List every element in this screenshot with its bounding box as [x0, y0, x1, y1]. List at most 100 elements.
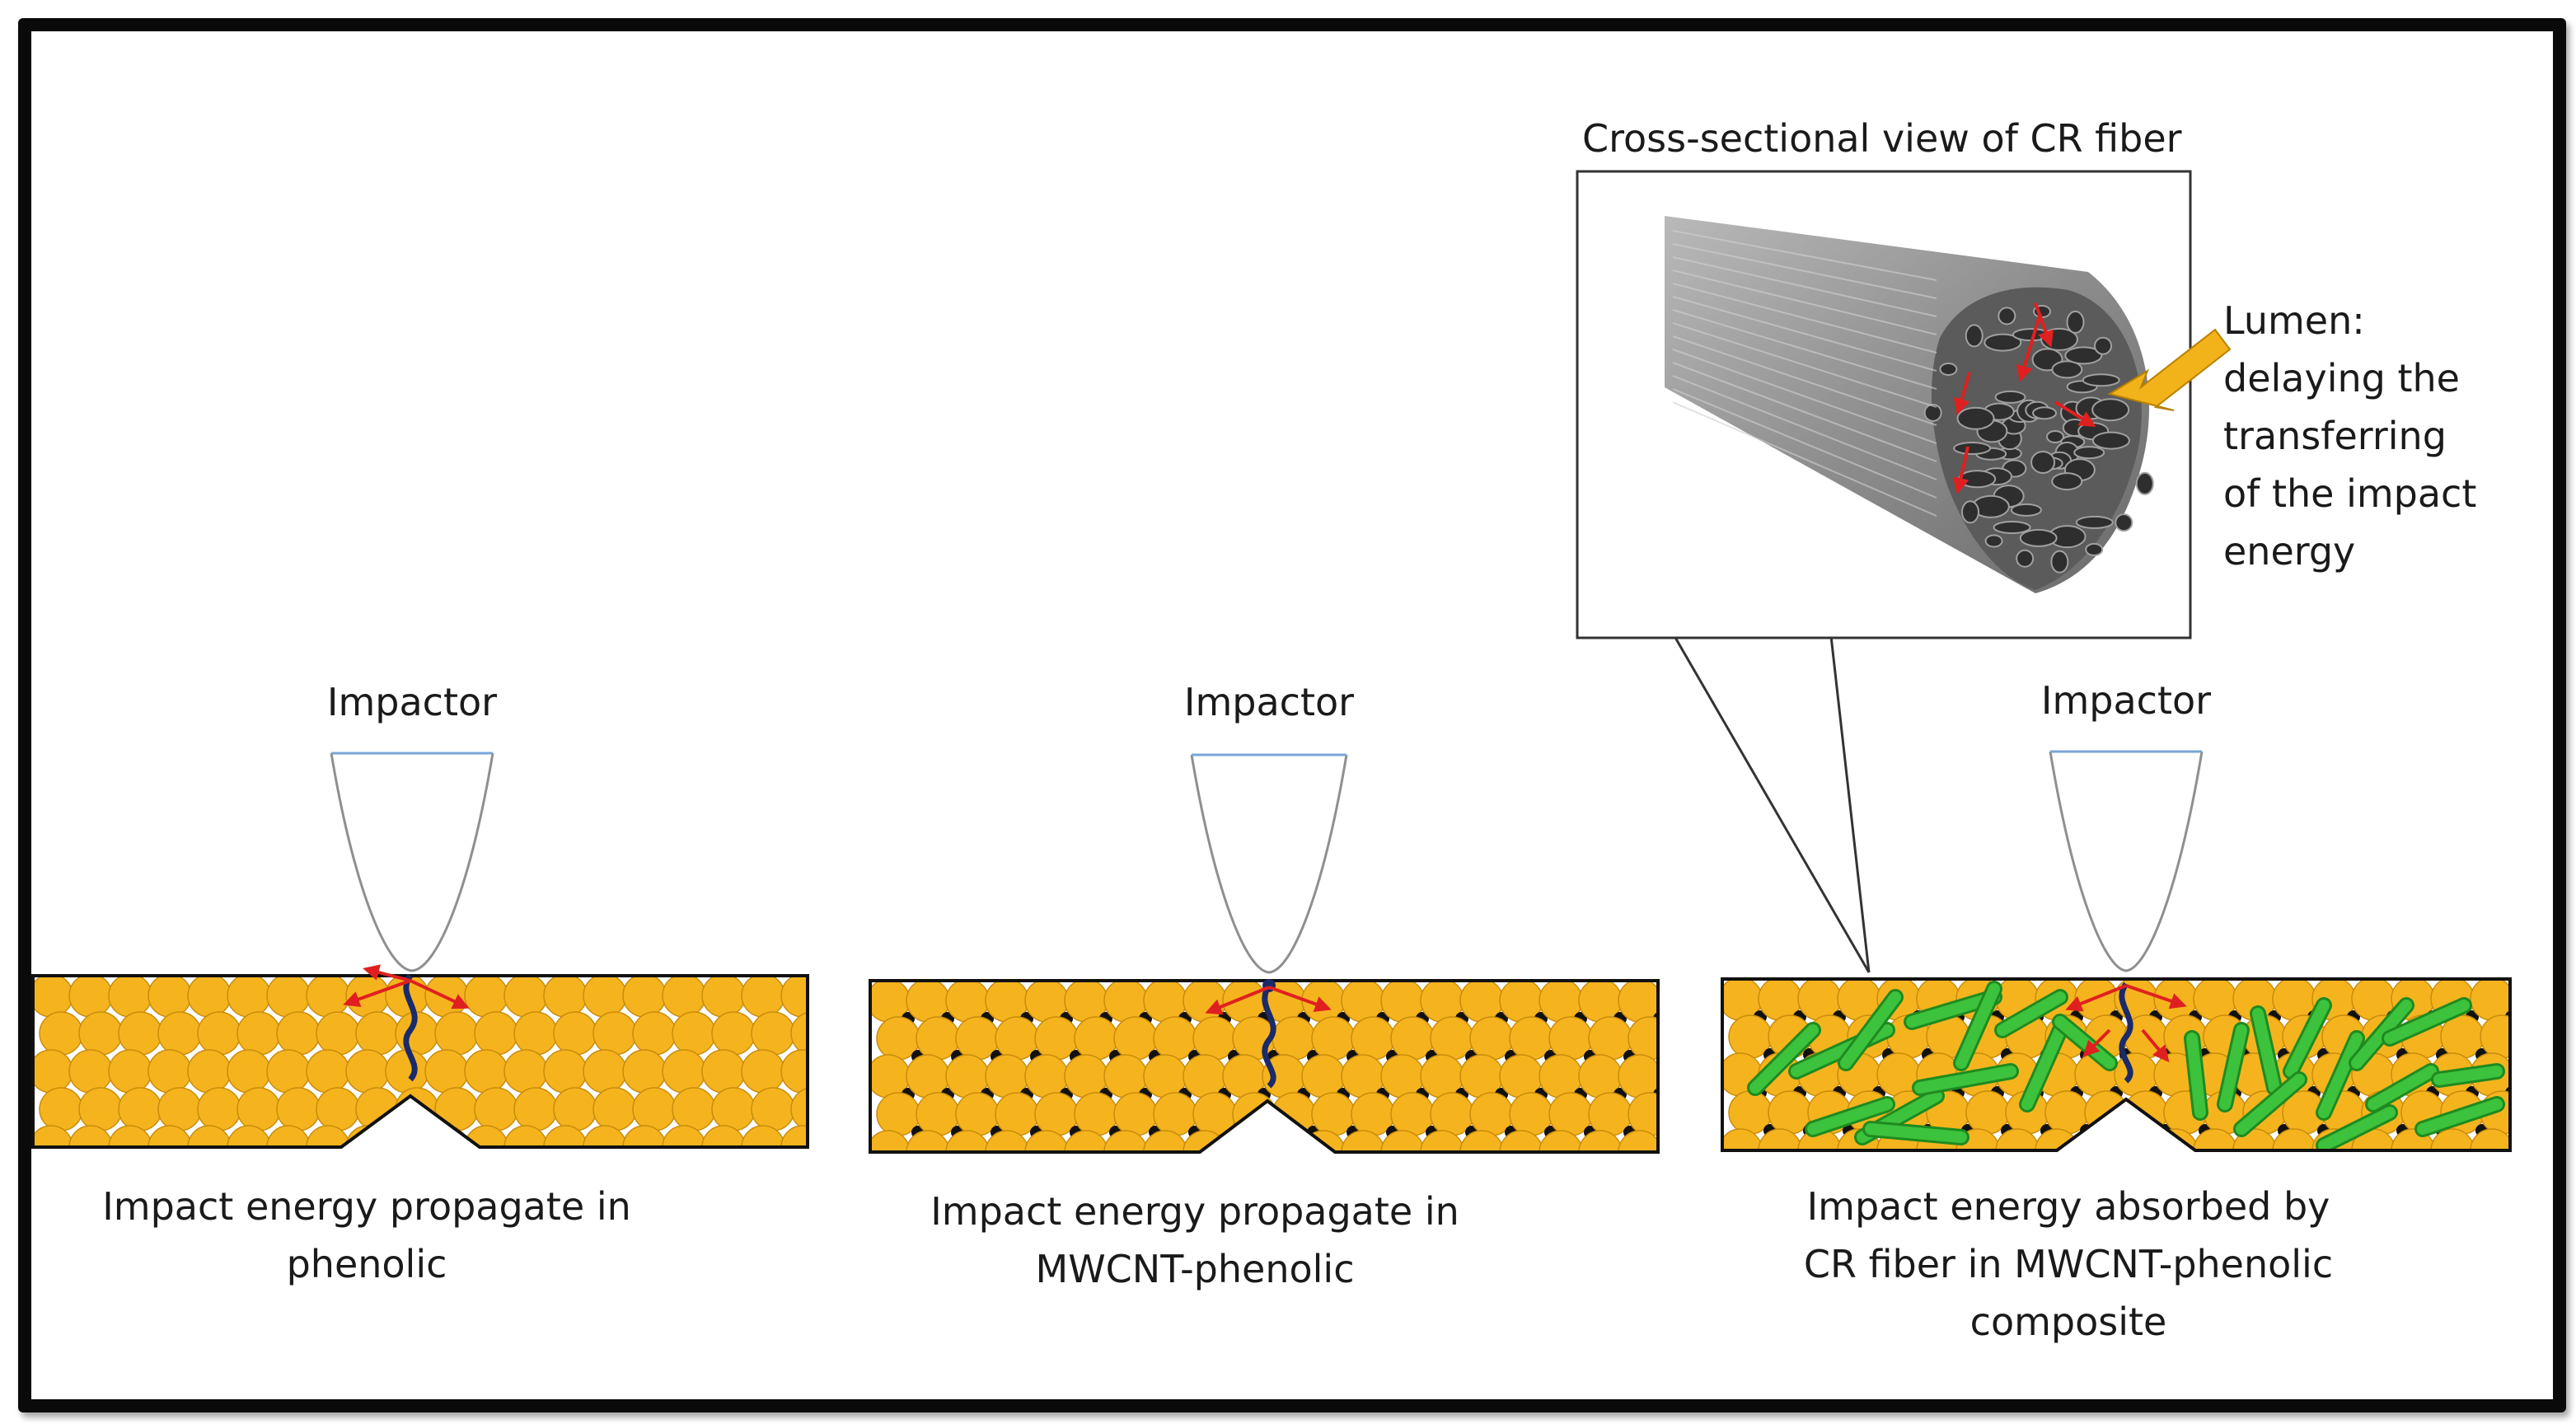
crack-2	[1205, 979, 1332, 1089]
sem-pore	[2082, 373, 2120, 387]
sem-pore	[1956, 406, 1995, 430]
cr-fiber	[1914, 1066, 2016, 1094]
cnt-dot	[1663, 1126, 1676, 1139]
cnt-dot	[1793, 1162, 1806, 1175]
matrix-particle	[553, 1011, 597, 1056]
sem-pore	[2066, 310, 2085, 334]
matrix-particle	[78, 1087, 123, 1131]
cnt-dot	[2426, 1162, 2439, 1175]
matrix-particle	[622, 1125, 667, 1147]
cnt-dot	[1060, 1164, 1073, 1177]
matrix-particle	[227, 1125, 271, 1147]
cnt-dot	[941, 1164, 954, 1177]
matrix-particle	[751, 1011, 795, 1056]
cnt-dot	[1267, 1126, 1281, 1139]
matrix-particle	[434, 1087, 479, 1131]
cnt-dot	[2030, 1162, 2044, 1175]
matrix-particle	[33, 1049, 73, 1094]
matrix-particle	[33, 1125, 73, 1147]
sem-striation	[1672, 349, 1937, 444]
matrix-particle	[2430, 1128, 2475, 1150]
cnt-dot	[1912, 1162, 1925, 1175]
cnt-dot	[1258, 1164, 1271, 1177]
matrix-particle	[227, 976, 271, 1018]
sem-pore	[2094, 336, 2113, 355]
sem-pore	[1993, 520, 2031, 534]
matrix-particle	[355, 1011, 400, 1056]
sem-pore	[1994, 390, 2026, 404]
matrix-particle	[2470, 1128, 2510, 1150]
caption-2-line-2: MWCNT-phenolic	[1035, 1247, 1355, 1291]
matrix-particle	[1222, 1130, 1267, 1152]
cnt-dot	[1297, 1164, 1310, 1177]
matrix-particle	[424, 1049, 469, 1094]
matrix-particle	[474, 1087, 518, 1131]
matrix-particle	[1103, 1130, 1148, 1152]
cnt-dot	[1614, 1164, 1627, 1177]
cr-fiber	[2417, 1098, 2503, 1135]
sem-pore	[2019, 528, 2058, 547]
sem-pore	[2073, 446, 2105, 460]
matrix-particle	[33, 976, 73, 1018]
inset-leader-lines	[1673, 635, 1871, 973]
matrix-particle	[1995, 1128, 2040, 1150]
sem-pore	[2050, 550, 2069, 574]
matrix-particle	[543, 1125, 588, 1147]
cr-fiber	[2252, 1008, 2280, 1094]
cnt-dot	[2515, 1048, 2528, 1061]
matrix-particle	[543, 1049, 588, 1094]
matrix-particle	[266, 1125, 311, 1147]
matrix-particle	[266, 1049, 311, 1094]
matrix-particle	[108, 1125, 152, 1147]
matrix-particle	[2193, 1128, 2237, 1150]
sem-pore	[2032, 406, 2058, 420]
matrix-particle	[622, 976, 667, 1018]
cr-fiber-composite-layer	[1722, 979, 2558, 1175]
cnt-dot	[1178, 1164, 1192, 1177]
sem-striation	[1672, 230, 1937, 281]
matrix-particle	[790, 1011, 808, 1056]
matrix-particle	[316, 1011, 360, 1056]
impactor-3	[2049, 750, 2204, 972]
matrix-particle	[2509, 979, 2510, 1021]
matrix-particle	[395, 1087, 439, 1131]
cnt-dot	[2189, 1162, 2202, 1175]
matrix-particle	[276, 1011, 321, 1056]
matrix-particle	[118, 1087, 162, 1131]
impactor-label-2: Impactor	[1183, 680, 1355, 724]
sem-pore	[1984, 534, 2003, 548]
matrix-particle	[306, 976, 350, 1018]
cnt-dot	[1495, 1164, 1508, 1177]
sem-pore	[1953, 441, 1992, 455]
matrix-particle	[1628, 1092, 1658, 1136]
lumen-label-line-2: delaying the	[2223, 356, 2460, 400]
matrix-particle	[2114, 1128, 2158, 1150]
matrix-particle	[39, 1011, 83, 1056]
matrix-particle	[1341, 1130, 1385, 1152]
matrix-particle	[503, 1049, 548, 1094]
matrix-particle	[385, 1125, 429, 1147]
matrix-particle	[464, 1049, 508, 1094]
sem-striation	[1672, 388, 1937, 499]
matrix-particle	[592, 1011, 637, 1056]
matrix-particle	[148, 1125, 192, 1147]
matrix-particle	[701, 976, 746, 1018]
cnt-dot	[2545, 1162, 2558, 1175]
matrix-particle	[513, 1011, 558, 1056]
cnt-dot	[1218, 1164, 1231, 1177]
matrix-particle	[148, 1049, 192, 1094]
sem-striation	[1672, 296, 1937, 372]
matrix-particle	[424, 976, 469, 1018]
sem-pore	[2085, 542, 2104, 556]
sem-striation	[1672, 401, 1937, 517]
cr-fiber	[2368, 1066, 2437, 1110]
matrix-particle	[316, 1087, 360, 1131]
matrix-particle	[2480, 1014, 2510, 1059]
cnt-dot	[1416, 1164, 1429, 1177]
sem-striation	[1672, 256, 1937, 317]
sem-striation	[1672, 309, 1937, 390]
matrix-particle	[503, 976, 548, 1018]
mwcnt-phenolic-layer	[870, 981, 1676, 1177]
matrix-particle	[2509, 1128, 2510, 1150]
